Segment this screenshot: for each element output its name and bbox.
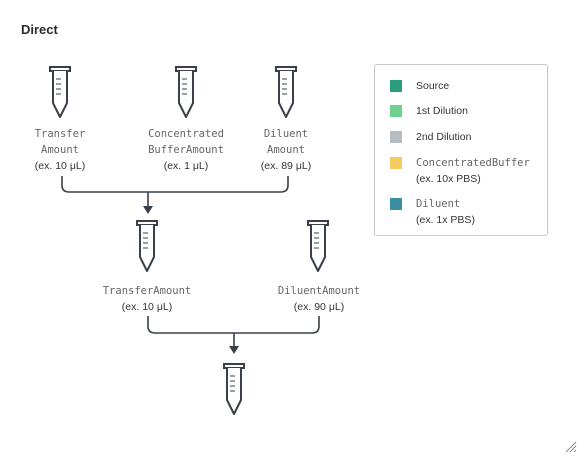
legend-swatch [390,198,402,210]
diluent-tube [275,66,297,118]
legend: Source 1st Dilution 2nd Dilution Concent… [374,64,548,236]
diluent-amount-2-label: DiluentAmount (ex. 90 μL) [277,285,361,313]
transfer-amount-label: Transfer Amount (ex. 10 μL) [34,128,86,172]
first-dilution-tube [136,220,158,272]
buffer-tube [175,66,197,118]
merge-arrow-2 [147,316,320,350]
legend-swatch [390,105,402,117]
legend-swatch [390,80,402,92]
legend-swatch [390,131,402,143]
legend-swatch [390,157,402,169]
transfer-amount-2-label: TransferAmount (ex. 10 μL) [102,285,192,313]
diluent-tube-2 [307,220,329,272]
second-dilution-tube [223,363,245,415]
merge-arrow-1 [61,176,289,210]
diluent-amount-label: Diluent Amount (ex. 89 μL) [260,128,312,172]
resize-grip-icon[interactable] [565,441,577,453]
source-tube [49,66,71,118]
page-title: Direct [21,22,58,37]
buffer-amount-label: Concentrated BufferAmount (ex. 1 μL) [148,128,224,172]
